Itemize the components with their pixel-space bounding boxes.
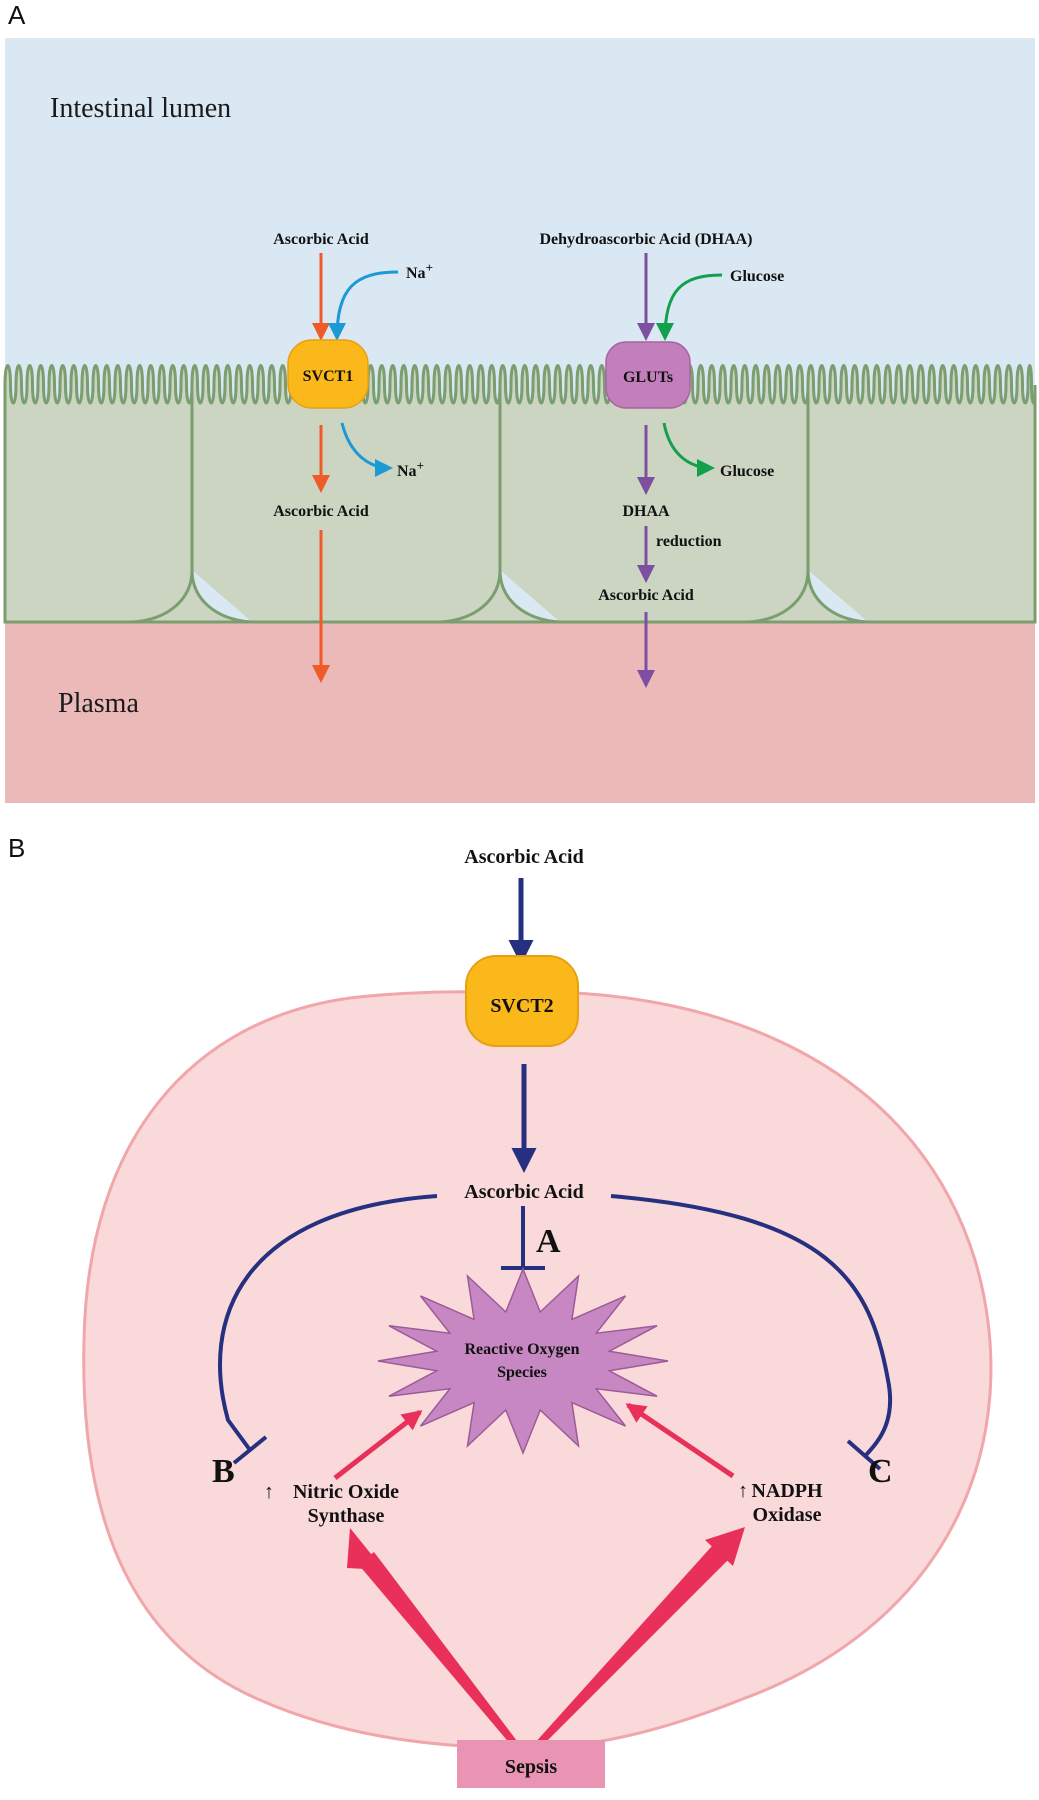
- reactive-oxygen-species-star: [377, 1266, 669, 1456]
- dhaa-intermediate-label: DHAA: [622, 503, 670, 520]
- gluts-transporter: [605, 341, 691, 409]
- svct1-input-label: Ascorbic Acid: [273, 231, 369, 248]
- panel-a: A Intestinal lumen Plasma Ascorbic Acid …: [3, 0, 1037, 803]
- sodium-arrow-in: [328, 270, 399, 341]
- sepsis-to-nadph-arrowhead: [705, 1527, 745, 1566]
- ros-label-line1: Reactive Oxygen: [464, 1341, 579, 1358]
- sepsis-to-nos-arrowhead: [347, 1528, 384, 1570]
- reduction-label: reduction: [656, 533, 722, 550]
- nos-to-ros-arrow: [333, 1410, 423, 1480]
- plasma-region: [5, 622, 1035, 803]
- glucose-out-label: Glucose: [720, 463, 774, 480]
- glucose-in-label: Glucose: [730, 268, 784, 285]
- mark-b: B: [212, 1453, 235, 1490]
- dhaa-input-label: Dehydroascorbic Acid (DHAA): [539, 231, 752, 248]
- nos-up-arrow: ↑: [264, 1481, 274, 1503]
- nadph-label-line1: NADPH: [751, 1480, 823, 1502]
- svct1-label: SVCT1: [303, 368, 354, 385]
- sepsis-box: [457, 1740, 605, 1788]
- svct2-label: SVCT2: [490, 995, 553, 1017]
- intestinal-lumen-label: Intestinal lumen: [50, 93, 231, 124]
- nos-label-line2: Synthase: [308, 1505, 385, 1527]
- svct2-transporter: [465, 955, 579, 1047]
- panel-a-letter: A: [8, 0, 26, 30]
- gluts-output-label: Ascorbic Acid: [598, 587, 694, 604]
- panel-b-letter: B: [8, 833, 25, 863]
- inhibition-c-bar: [846, 1439, 882, 1471]
- svct1-output-label: Ascorbic Acid: [273, 503, 369, 520]
- sodium-arrow-out: [340, 422, 393, 477]
- panel-b: B Ascorbic Acid SVCT2 Ascorbic Acid A B …: [8, 833, 993, 1788]
- sodium-out-label: Na+: [397, 458, 424, 480]
- nadph-up-arrow: ↑: [738, 1480, 748, 1502]
- gluts-label: GLUTs: [623, 369, 673, 386]
- inhibition-b-bar: [232, 1435, 268, 1465]
- inhibition-b-curve: [218, 1194, 438, 1452]
- inhibition-c-curve: [610, 1194, 893, 1457]
- top-ascorbic-acid-label: Ascorbic Acid: [464, 846, 583, 868]
- glucose-arrow-in: [656, 273, 723, 341]
- ros-label-line2: Species: [497, 1364, 547, 1381]
- nos-label-line1: Nitric Oxide: [293, 1481, 399, 1503]
- svct1-transporter: [287, 339, 369, 409]
- glucose-arrow-out: [662, 422, 715, 477]
- sodium-in-label: Na+: [406, 260, 433, 282]
- enterocyte-layer: [3, 364, 1037, 624]
- sepsis-to-nos-shaft: [358, 1552, 517, 1745]
- plasma-label: Plasma: [58, 688, 139, 719]
- nadph-to-ros-arrow: [625, 1402, 735, 1479]
- sepsis-to-nadph-shaft: [533, 1546, 728, 1749]
- mark-a: A: [536, 1223, 561, 1260]
- mark-c: C: [868, 1453, 893, 1490]
- nadph-label-line2: Oxidase: [753, 1504, 822, 1526]
- sepsis-label: Sepsis: [505, 1756, 557, 1778]
- intracellular-ascorbic-acid-label: Ascorbic Acid: [464, 1181, 583, 1203]
